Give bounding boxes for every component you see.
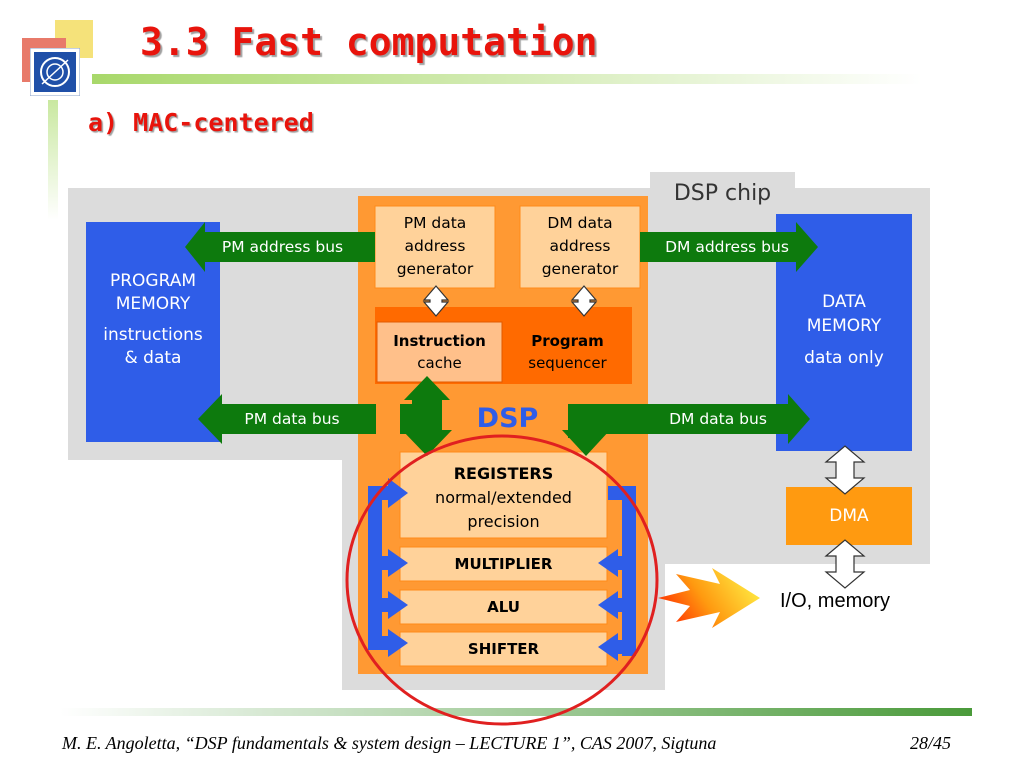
program-sequencer-line2: sequencer [528,354,607,372]
multiplier-block [399,546,608,582]
dma-block [786,487,912,545]
dm-dag-label: DM data address generator [520,212,640,281]
dsp-label: DSP [476,402,539,434]
data-memory-dma-link-arrow [824,445,866,495]
dm-address-bus-arrow [640,222,818,272]
shifter-label: SHIFTER [467,640,540,658]
data-memory-line2: MEMORY [806,316,882,336]
shifter-block [399,631,608,667]
registers-block [399,451,608,539]
instruction-cache-block [376,321,503,383]
registers-line3: precision [467,512,540,531]
multiplier-label: MULTIPLIER [454,555,553,573]
program-memory-line2: MEMORY [115,294,191,314]
dma-io-link-arrow [824,539,866,589]
cache-to-registers-arrow [400,376,452,456]
decor-top-bar [92,74,922,84]
slide-footer: M. E. Angoletta, “DSP fundamentals & sys… [62,733,717,753]
dm-dag-block [519,205,641,289]
data-memory-label: DATA MEMORY data only [776,290,912,370]
registers-line1: REGISTERS [453,464,554,483]
data-memory-line1: DATA [822,292,866,312]
pm-data-bus-arrow [198,394,376,444]
slide-subtitle: a) MAC-centered [88,108,314,137]
pm-dag-line3: generator [396,260,474,278]
dm-data-bus-label: DM data bus [669,410,767,428]
instruction-cache-line2: cache [417,354,462,372]
dm-data-bus-arrow [592,394,810,444]
program-sequencer-line1: Program [531,332,604,350]
program-memory-line1: PROGRAM [109,271,197,291]
page-number: 28/45 [910,733,952,753]
dm-bus-to-registers-arrow [562,404,610,456]
data-memory-line3: data only [804,348,884,368]
registers-line2: normal/extended [435,488,572,507]
left-feedback-bus [368,478,408,657]
dm-dag-line1: DM data [547,214,613,232]
dm-dag-link-arrow [570,285,598,317]
pm-dag-link-arrow [422,285,450,317]
mac-highlight-circle [345,434,659,726]
program-sequencer-label: Program sequencer [505,330,630,374]
cern-logo [30,48,80,96]
dsp-chip-label-bg [650,172,795,212]
pm-dag-label: PM data address generator [375,212,495,281]
highlight-pointer-arrow [658,568,760,628]
dma-label: DMA [829,506,869,526]
decor-bottom-bar [60,708,972,716]
registers-label: REGISTERS normal/extended precision [400,462,607,534]
program-memory-line3: instructions [103,325,203,345]
pm-data-bus-label: PM data bus [244,410,340,428]
pm-dag-line2: address [404,237,466,255]
slide-title: 3.3 Fast computation [140,20,598,64]
dm-dag-line2: address [549,237,611,255]
decor-left-bar [48,100,58,220]
pm-address-bus-label: PM address bus [221,238,344,256]
dm-dag-line3: generator [541,260,619,278]
instruction-cache-line1: Instruction [393,332,486,350]
alu-label: ALU [487,598,520,616]
program-memory-label: PROGRAM MEMORY instructions & data [86,270,220,370]
dsp-chip-label: DSP chip [673,180,772,206]
right-feedback-bus [598,486,636,661]
alu-block [399,589,608,625]
instruction-cache-label: Instruction cache [377,330,502,374]
program-memory-line4: & data [124,348,182,368]
dm-address-bus-label: DM address bus [665,238,789,256]
pm-address-bus-arrow [185,222,375,272]
pm-dag-line1: PM data [403,214,467,232]
io-memory-label: I/O, memory [780,590,891,612]
